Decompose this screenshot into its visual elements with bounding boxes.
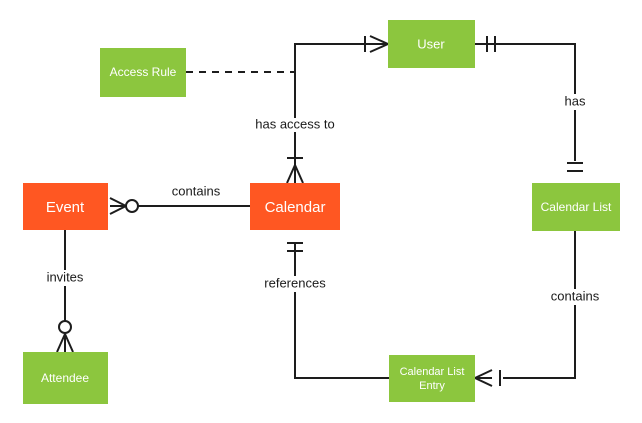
entity-calendar-label: Calendar: [265, 199, 326, 216]
entity-calendar-list-rect[interactable]: [532, 183, 620, 231]
relationship-label-group: has access to contains invites has conta…: [47, 93, 600, 303]
entity-attendee-rect[interactable]: [23, 352, 108, 404]
entity-group: Access Rule User Event Calendar Calendar…: [23, 20, 620, 404]
entity-access-rule-rect[interactable]: [100, 48, 186, 97]
entity-calendar-list-entry-label-line1: Calendar List: [400, 366, 465, 378]
notation-user-left-crowsfoot: [369, 35, 389, 53]
entity-access-rule[interactable]: Access Rule: [100, 48, 186, 97]
relationship-label-contains-calendar-list: contains: [551, 288, 600, 303]
notation-attendee-top-crowsfoot: [56, 333, 74, 353]
relationship-label-has-access-to: has access to: [255, 116, 335, 131]
entity-access-rule-label: Access Rule: [110, 65, 177, 79]
entity-calendar-list-entry-label-line2: Entry: [419, 380, 445, 392]
entity-calendar-list-entry-rect[interactable]: [389, 355, 475, 402]
notation-entry-right-crowsfoot: [474, 369, 493, 387]
entity-calendar-rect[interactable]: [250, 183, 340, 230]
entity-calendar-list[interactable]: Calendar List: [532, 183, 620, 231]
relationship-label-invites: invites: [47, 269, 84, 284]
edge-calendar-list-contains-entry-lower: [503, 305, 576, 379]
notation-event-right-crowsfoot: [109, 197, 127, 215]
entity-calendar-list-label: Calendar List: [541, 200, 612, 214]
entity-calendar-list-entry[interactable]: Calendar List Entry: [389, 355, 475, 402]
notation-calendar-top-crowsfoot: [286, 164, 304, 184]
entity-event[interactable]: Event: [23, 183, 108, 230]
notation-event-right-circle: [125, 199, 139, 213]
entity-attendee[interactable]: Attendee: [23, 352, 108, 404]
relationship-label-references: references: [264, 275, 326, 290]
entity-event-label: Event: [46, 199, 85, 216]
entity-event-rect[interactable]: [23, 183, 108, 230]
edge-group: [64, 43, 576, 379]
relationship-label-contains-event-calendar: contains: [172, 183, 221, 198]
notation-group: [56, 35, 583, 387]
relationship-label-has: has: [565, 93, 586, 108]
edge-calendar-references-entry-lower: [294, 292, 389, 379]
edge-user-has-access-to-calendar: [294, 43, 388, 118]
entity-user-rect[interactable]: [388, 20, 475, 68]
entity-user[interactable]: User: [388, 20, 475, 68]
entity-attendee-label: Attendee: [41, 371, 89, 385]
edge-user-has-calendar-list-top: [475, 43, 576, 94]
entity-calendar[interactable]: Calendar: [250, 183, 340, 230]
notation-attendee-top-circle: [58, 320, 72, 334]
entity-user-label: User: [417, 36, 445, 51]
